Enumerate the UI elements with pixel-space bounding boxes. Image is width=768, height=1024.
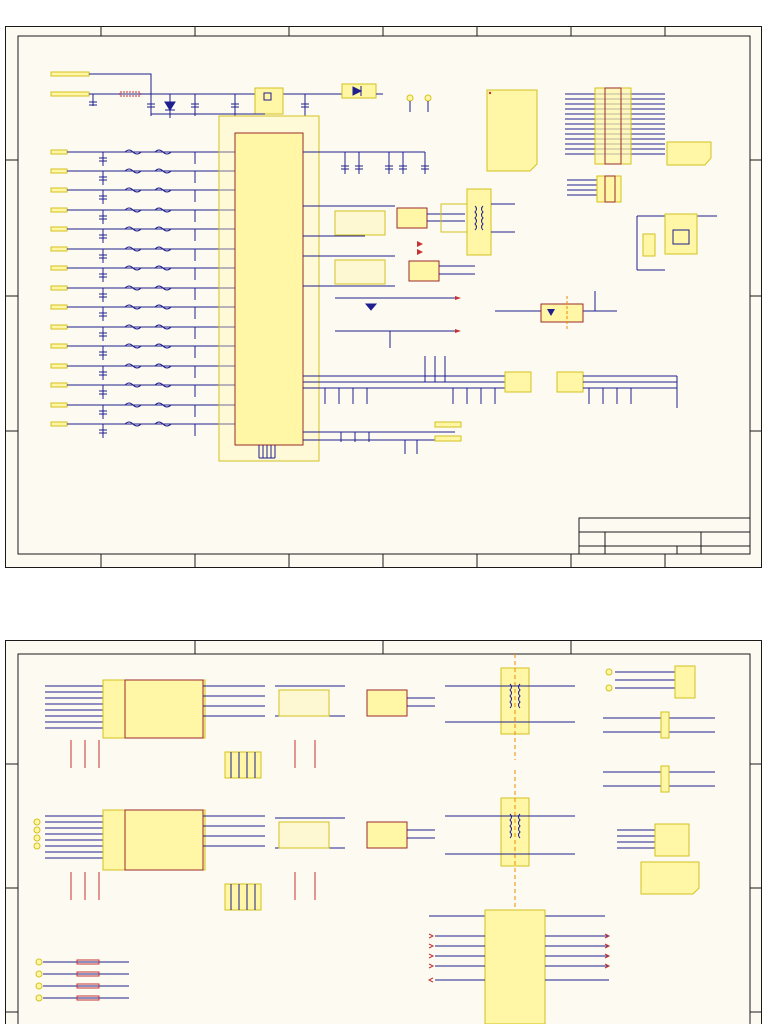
bottom-ic-u2 (429, 909, 609, 1024)
main-ic-u1 (218, 115, 320, 462)
header-connector-1 (565, 87, 665, 165)
relay-block (636, 213, 717, 271)
net-arrows-red (417, 241, 461, 333)
right-connector-j3 (617, 823, 690, 857)
input-channel-rows (50, 149, 235, 438)
transformer-b (445, 770, 575, 1024)
schematic-sheet-1 (5, 26, 762, 568)
note-3 (640, 861, 700, 895)
net-arrows-sheet-2 (427, 933, 611, 983)
right-connector-j2 (603, 711, 715, 793)
note-2 (666, 141, 712, 166)
channel-a-block (45, 679, 435, 779)
right-connector-j1 (605, 665, 696, 699)
right-connectors (434, 371, 584, 442)
schematic-sheet-2 (5, 640, 762, 1024)
sheet-2-zone-ticks (5, 640, 762, 1013)
transformer-1 (440, 188, 515, 256)
header-connector-2 (567, 175, 622, 203)
test-points (406, 94, 432, 112)
transformer-a (445, 654, 575, 760)
channel-row (50, 149, 235, 166)
power-input-section (50, 71, 383, 118)
left-connector-sheet-2 (33, 818, 41, 850)
sheet-2-canvas (5, 640, 762, 1024)
sheet-1-zone-ticks (5, 26, 762, 568)
optocoupler (495, 291, 617, 331)
right-pin-nets (303, 151, 505, 454)
sheet-1-title-block (578, 517, 751, 555)
channel-b-block (45, 809, 435, 911)
note-1 (486, 89, 538, 172)
bottom-left-resistor-bank (35, 958, 129, 1002)
lower-right-nets (583, 375, 678, 408)
sheet-1-canvas (5, 26, 762, 568)
